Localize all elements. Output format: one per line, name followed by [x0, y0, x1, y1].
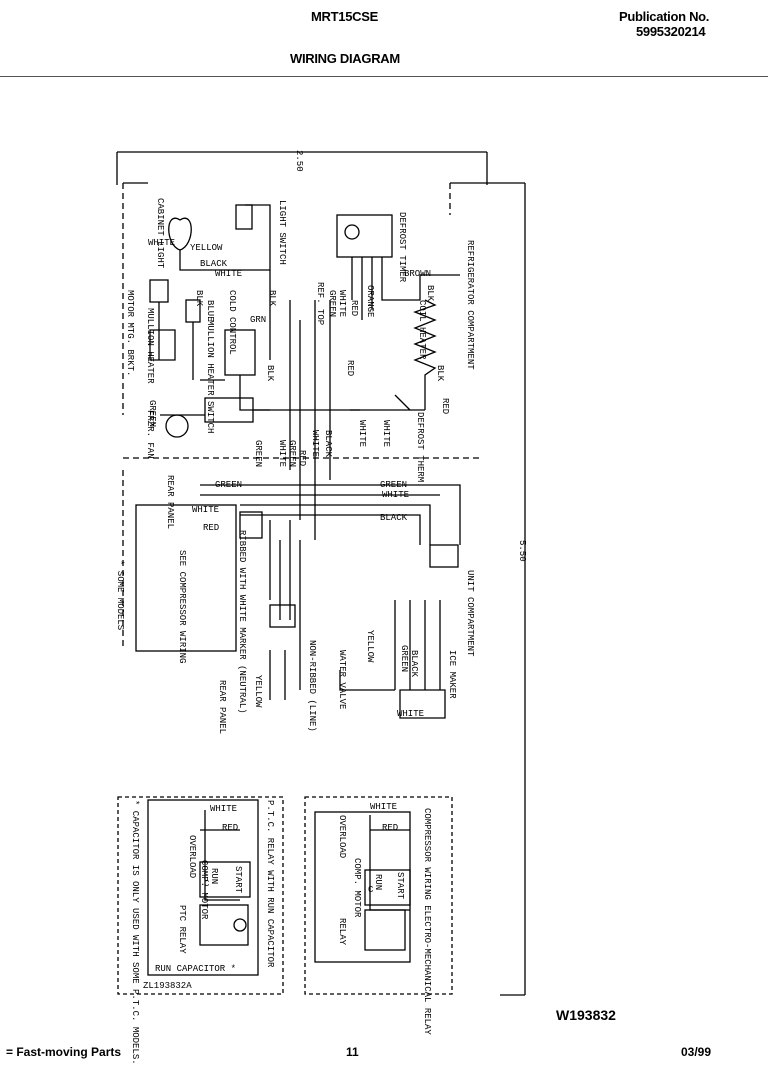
- refrigerator-compartment-label: REFRIGERATOR COMPARTMENT: [465, 240, 475, 370]
- header-rule: [0, 76, 768, 77]
- drawing-code: W193832: [556, 1007, 616, 1023]
- emr-red-label: RED: [382, 823, 398, 833]
- unit-compartment-label: UNIT COMPARTMENT: [465, 570, 475, 657]
- wire-label: WHITE: [277, 440, 287, 467]
- height-dimension-line: [450, 182, 526, 996]
- wire-label: BLK: [425, 285, 435, 302]
- ptc-overload-label: OVERLOAD: [187, 835, 197, 878]
- wire-label: BLK: [265, 365, 275, 382]
- wire-label: BROWN: [404, 269, 431, 279]
- rear-panel-top-label: REAR PANEL: [165, 475, 175, 529]
- wire-label: BLACK: [200, 259, 228, 269]
- wire-label: BLUE: [205, 300, 215, 322]
- emr-start-label: START: [395, 872, 405, 900]
- ribbed-white-marker-label: RIBBED WITH WHITE MARKER (NEUTRAL): [237, 530, 247, 714]
- ptc-run-label: RUN: [209, 868, 219, 884]
- wire-label: WHITE: [382, 490, 409, 500]
- wire-label: YELLOW: [190, 243, 223, 253]
- emr-relay-label: RELAY: [337, 918, 347, 946]
- wire-label: BLACK: [380, 513, 408, 523]
- mullion-heater-label: MULLION HEATER: [145, 308, 155, 384]
- wire-label: RED: [345, 360, 355, 376]
- footer-note: = Fast-moving Parts: [6, 1045, 122, 1059]
- non-ribbed-line-label: NON-RIBBED (LINE): [307, 640, 317, 732]
- cabinet-light-label: CABINET LIGHT: [155, 198, 165, 269]
- publication-label: Publication No.: [619, 9, 710, 24]
- wire-label: RED: [349, 300, 359, 316]
- wire-label: GREEN: [287, 440, 297, 467]
- wire-label: WHITE: [148, 238, 175, 248]
- see-compressor-wiring-label: SEE COMPRESSOR WIRING: [177, 550, 187, 663]
- page-number: 11: [346, 1045, 359, 1059]
- ptc-box-code: ZL193832A: [143, 981, 192, 991]
- wire-label: GREEN: [215, 480, 242, 490]
- frzr-fan-label: FRZR. FAN: [145, 410, 155, 459]
- mullion-heater-switch-label: MULLION HEATER SWITCH: [205, 320, 215, 433]
- wire-label: RED: [297, 450, 307, 466]
- ptc-white-label: WHITE: [210, 804, 237, 814]
- run-capacitor-label: RUN CAPACITOR *: [155, 964, 236, 974]
- wire-label: GRN: [250, 315, 266, 325]
- ptc-start-label: START: [233, 866, 243, 894]
- wire-label: WHITE: [310, 430, 320, 457]
- wire-label: WHITE: [337, 290, 347, 317]
- wire-label: WHITE: [397, 709, 424, 719]
- defrost-therm-label: DEFROST THERM.: [415, 412, 425, 488]
- water-valve-label: WATER VALVE: [337, 650, 347, 709]
- wire-label: WHITE: [192, 505, 219, 515]
- some-models-note: * SOME MODELS: [115, 560, 125, 630]
- motor-mtg-brkt-label: MOTOR MTG. BRKT.: [125, 290, 135, 376]
- wire-label: GREEN: [380, 480, 407, 490]
- coil-heater-label: COIL HEATER: [417, 300, 427, 360]
- wire-label: BLK: [267, 290, 277, 307]
- width-dimension-value: 2.50: [294, 150, 304, 172]
- model-number: MRT15CSE: [311, 9, 378, 24]
- defrost-timer-label: DEFROST TIMER: [397, 212, 407, 283]
- rear-panel-bottom-label: REAR PANEL: [217, 680, 227, 734]
- wire-label: BLK: [194, 290, 204, 307]
- wire-label: YELLOW: [365, 630, 375, 663]
- publication-number: 5995320214: [636, 24, 706, 39]
- wire-label: BLACK: [323, 430, 333, 458]
- wire-label: GREEN: [327, 290, 337, 317]
- ref-top-label: REF. TOP: [315, 282, 325, 325]
- wire-label: RED: [440, 398, 450, 414]
- wire-label: ORANGE: [365, 285, 375, 317]
- ice-maker-label: ICE MAKER: [447, 650, 457, 699]
- ptc-common-label: C: [204, 879, 210, 889]
- cold-control-label: COLD CONTROL: [227, 290, 237, 355]
- ptc-relay-label: PTC RELAY: [177, 905, 187, 954]
- wire-label: BLACK: [409, 650, 419, 678]
- light-switch-label: LIGHT SWITCH: [277, 200, 287, 265]
- wire-label: RED: [203, 523, 219, 533]
- wire-label: GREEN: [253, 440, 263, 467]
- wire-label: WHITE: [215, 269, 242, 279]
- wire-label: GREEN: [147, 400, 157, 427]
- wire-label: WHITE: [357, 420, 367, 447]
- emr-box-title: COMPRESSOR WIRING ELECTRO-MECHANICAL REL…: [422, 808, 432, 1035]
- emr-overload-label: OVERLOAD: [337, 815, 347, 858]
- emr-common-label: C: [368, 885, 374, 895]
- footer-date: 03/99: [681, 1045, 712, 1059]
- emr-run-label: RUN: [373, 874, 383, 890]
- emr-white-label: WHITE: [370, 802, 397, 812]
- diagram-title: WIRING DIAGRAM: [290, 51, 400, 66]
- ptc-red-label: RED: [222, 823, 238, 833]
- height-dimension-value: 5.50: [517, 540, 527, 562]
- emr-comp-motor-label: COMP. MOTOR: [352, 858, 362, 918]
- wire-label: YELLOW: [253, 675, 263, 708]
- wire-label: WHITE: [381, 420, 391, 447]
- wire-label: GREEN: [399, 645, 409, 672]
- ptc-comp-motor-label: COMP. MOTOR: [199, 860, 209, 920]
- wire-label: BLK: [435, 365, 445, 382]
- capacitor-footnote: * CAPACITOR IS ONLY USED WITH SOME P.T.C…: [130, 800, 140, 1065]
- width-dimension-line: [116, 151, 488, 185]
- ptc-box-title: P.T.C. RELAY WITH RUN CAPACITOR: [265, 800, 275, 968]
